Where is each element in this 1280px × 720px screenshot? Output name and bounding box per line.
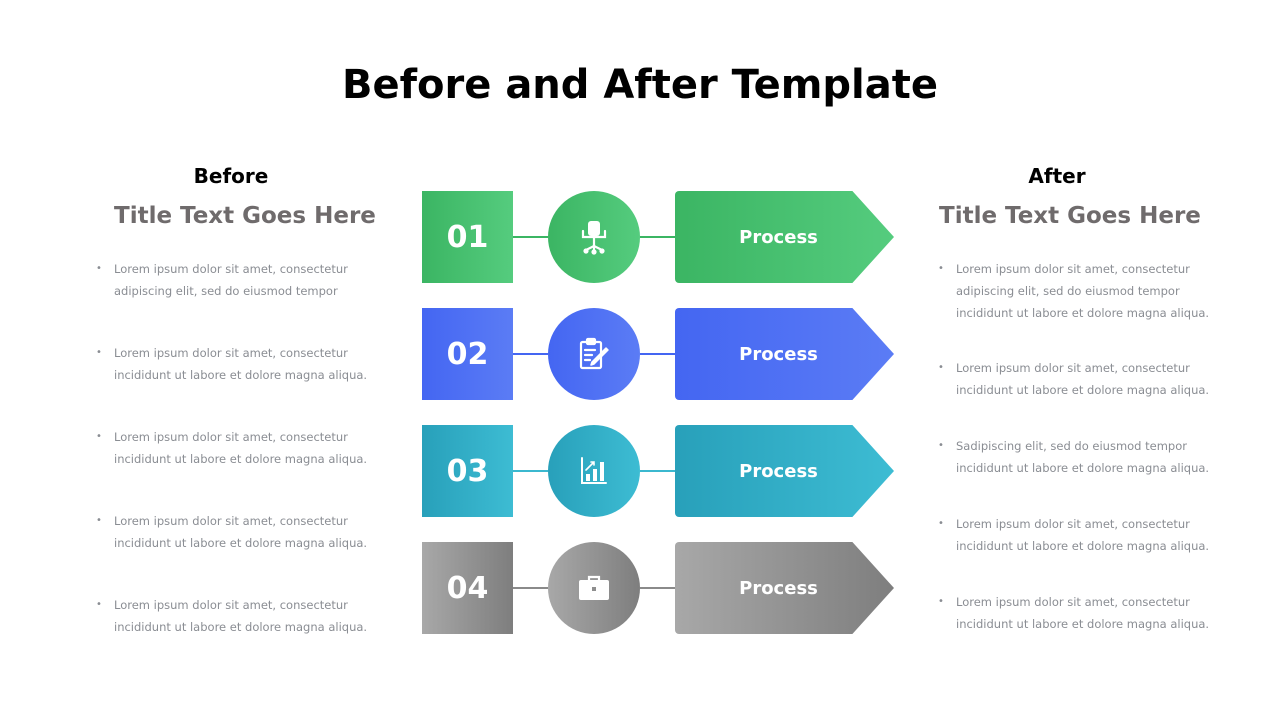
process-arrow: Process	[675, 308, 894, 400]
step-icon-circle	[548, 191, 640, 283]
step-icon-circle	[548, 542, 640, 634]
bullet-line: incididunt ut labore et dolore magna ali…	[114, 620, 368, 634]
bullet-line: Lorem ipsum dolor sit amet, consectetur	[114, 514, 348, 528]
connector-line	[640, 353, 675, 355]
connector-line	[640, 236, 675, 238]
before-bullet-item: • Lorem ipsum dolor sit amet, consectetu…	[96, 594, 368, 638]
connector-line	[513, 587, 548, 589]
process-step-1: 01 Process	[422, 191, 894, 283]
after-bullet-item: • Lorem ipsum dolor sit amet, consectetu…	[938, 357, 1210, 401]
bullet-line: incididunt ut labore et dolore magna ali…	[956, 617, 1210, 631]
before-bullet-item: • Lorem ipsum dolor sit amet, consectetu…	[96, 258, 348, 302]
process-step-2: 02 Process	[422, 308, 894, 400]
after-title: Title Text Goes Here	[939, 203, 1201, 229]
bullet-dot-icon: •	[938, 596, 944, 607]
process-label: Process	[739, 343, 818, 365]
bullet-line: Lorem ipsum dolor sit amet, consectetur	[114, 262, 348, 276]
after-heading: After	[1028, 164, 1086, 188]
step-number-box: 04	[422, 542, 513, 634]
step-icon-circle	[548, 425, 640, 517]
after-bullet-item: • Lorem ipsum dolor sit amet, consectetu…	[938, 591, 1210, 635]
bullet-line: incididunt ut labore et dolore magna ali…	[956, 461, 1210, 475]
bullet-line: incididunt ut labore et dolore magna ali…	[956, 383, 1210, 397]
bullet-line: Lorem ipsum dolor sit amet, consectetur	[956, 361, 1190, 375]
bullet-dot-icon: •	[938, 440, 944, 451]
bullet-line: incididunt ut labore et dolore magna ali…	[956, 306, 1210, 320]
bullet-line: incididunt ut labore et dolore magna ali…	[114, 536, 368, 550]
step-number-box: 02	[422, 308, 513, 400]
before-bullet-item: • Lorem ipsum dolor sit amet, consectetu…	[96, 342, 368, 386]
connector-line	[513, 470, 548, 472]
after-bullet-item: • Lorem ipsum dolor sit amet, consectetu…	[938, 258, 1210, 324]
connector-line	[640, 470, 675, 472]
process-step-4: 04 Process	[422, 542, 894, 634]
before-title: Title Text Goes Here	[114, 203, 376, 229]
bullet-dot-icon: •	[96, 515, 102, 526]
bullet-dot-icon: •	[96, 431, 102, 442]
bullet-line: incididunt ut labore et dolore magna ali…	[114, 368, 368, 382]
before-bullet-item: • Lorem ipsum dolor sit amet, consectetu…	[96, 426, 368, 470]
connector-line	[513, 236, 548, 238]
bullet-dot-icon: •	[96, 599, 102, 610]
bullet-dot-icon: •	[938, 518, 944, 529]
briefcase-icon	[579, 575, 609, 600]
bullet-line: adipiscing elit, sed do eiusmod tempor	[114, 284, 338, 298]
after-bullet-item: • Lorem ipsum dolor sit amet, consectetu…	[938, 513, 1210, 557]
process-arrow: Process	[675, 542, 894, 634]
bullet-line: incididunt ut labore et dolore magna ali…	[114, 452, 368, 466]
clipboard-edit-icon	[579, 337, 609, 370]
bullet-dot-icon: •	[96, 347, 102, 358]
step-number-box: 01	[422, 191, 513, 283]
step-icon-circle	[548, 308, 640, 400]
bar-chart-growth-icon	[581, 457, 607, 484]
process-arrow: Process	[675, 425, 894, 517]
bullet-dot-icon: •	[938, 362, 944, 373]
bullet-line: Lorem ipsum dolor sit amet, consectetur	[956, 517, 1190, 531]
bullet-line: incididunt ut labore et dolore magna ali…	[956, 539, 1210, 553]
process-label: Process	[739, 226, 818, 248]
page-title: Before and After Template	[342, 62, 938, 108]
bullet-line: adipiscing elit, sed do eiusmod tempor	[956, 284, 1180, 298]
process-label: Process	[739, 460, 818, 482]
bullet-line: Lorem ipsum dolor sit amet, consectetur	[114, 430, 348, 444]
connector-line	[640, 587, 675, 589]
bullet-line: Lorem ipsum dolor sit amet, consectetur	[114, 598, 348, 612]
process-arrow: Process	[675, 191, 894, 283]
bullet-dot-icon: •	[96, 263, 102, 274]
process-label: Process	[739, 577, 818, 599]
connector-line	[513, 353, 548, 355]
office-chair-icon	[581, 221, 607, 255]
before-heading: Before	[193, 164, 269, 188]
process-step-3: 03 Process	[422, 425, 894, 517]
bullet-line: Lorem ipsum dolor sit amet, consectetur	[114, 346, 348, 360]
bullet-dot-icon: •	[938, 263, 944, 274]
before-bullet-item: • Lorem ipsum dolor sit amet, consectetu…	[96, 510, 368, 554]
after-bullet-item: • Sadipiscing elit, sed do eiusmod tempo…	[938, 435, 1210, 479]
bullet-line: Sadipiscing elit, sed do eiusmod tempor	[956, 439, 1187, 453]
bullet-line: Lorem ipsum dolor sit amet, consectetur	[956, 262, 1190, 276]
step-number-box: 03	[422, 425, 513, 517]
bullet-line: Lorem ipsum dolor sit amet, consectetur	[956, 595, 1190, 609]
